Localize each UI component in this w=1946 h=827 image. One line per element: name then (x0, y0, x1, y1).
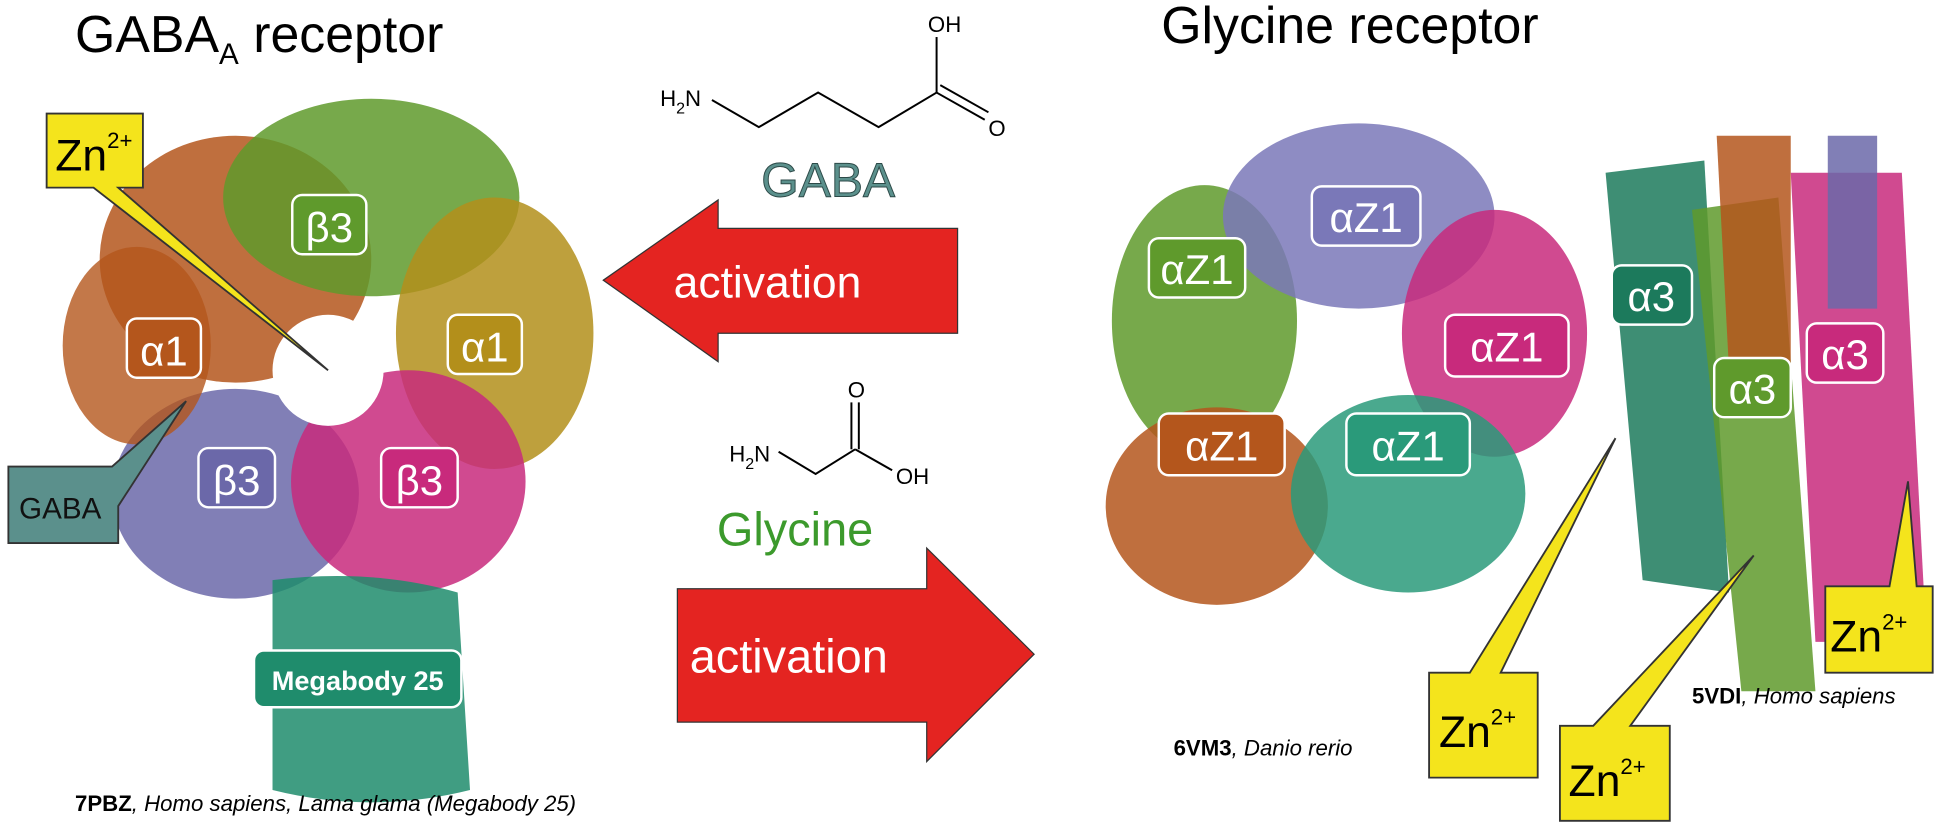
glycine-hydroxyl: OH (896, 464, 929, 489)
glycine-molecule (778, 402, 893, 476)
svg-text:Zn2+: Zn2+ (1569, 754, 1646, 806)
gaba-amine: H2N (660, 86, 701, 117)
zn-callout-gaba: Zn2+ (45, 112, 329, 372)
glycine-receptor-title: Glycine receptor (1161, 0, 1538, 54)
gaba-binding-callout: GABA (7, 400, 187, 545)
subunit-label-az1-brown: αZ1 (1157, 412, 1286, 477)
subunit-label-beta3-right: β3 (379, 446, 459, 509)
glycine-carbonyl-oxygen: O (848, 377, 865, 402)
subunit-label-a3-magenta: α3 (1805, 322, 1885, 384)
subunit-label-alpha1-left: α1 (125, 317, 203, 379)
subunit-label-alpha1-right: α1 (446, 313, 524, 376)
gaba-carbonyl-oxygen: O (988, 116, 1005, 141)
svg-text:β3: β3 (306, 204, 353, 251)
subunit-label-a3-teal: α3 (1610, 264, 1694, 326)
subunit-label-beta3-top: β3 (291, 193, 368, 256)
subunit-label-az1-lavender: αZ1 (1310, 185, 1422, 247)
svg-text:β3: β3 (396, 457, 443, 504)
svg-text:αZ1: αZ1 (1371, 422, 1444, 469)
subunit-label-beta3-left: β3 (197, 446, 277, 509)
svg-text:α1: α1 (140, 327, 188, 374)
svg-text:αZ1: αZ1 (1470, 324, 1543, 371)
zn-callout-glycine-1: Zn2+ (1428, 437, 1617, 779)
zebrafish-caption: 6VM3, Danio rerio (1174, 735, 1353, 760)
megabody-label: Megabody 25 (252, 649, 463, 709)
svg-text:αZ1: αZ1 (1185, 422, 1258, 469)
svg-text:Zn2+: Zn2+ (55, 128, 132, 180)
svg-text:αZ1: αZ1 (1160, 246, 1233, 293)
arrow-left-gaba-activation (602, 198, 959, 363)
svg-text:α3: α3 (1729, 366, 1777, 413)
arrow-right-label: activation (690, 631, 888, 683)
svg-text:α1: α1 (461, 324, 509, 371)
zn-callout-glycine-3: Zn2+ (1824, 481, 1934, 674)
gaba-molecule (711, 37, 989, 129)
glycine-amine: H2N (729, 442, 770, 473)
human-caption: 5VDI, Homo sapiens (1692, 684, 1896, 709)
svg-text:Zn2+: Zn2+ (1830, 610, 1907, 662)
arrow-right-glycine-activation (676, 546, 1035, 764)
gaba-receptor-title: GABAA receptor (75, 5, 443, 71)
zn-callout-glycine-2: Zn2+ (1558, 554, 1755, 822)
svg-text:Zn2+: Zn2+ (1439, 705, 1516, 757)
glycine-label: Glycine (717, 504, 873, 556)
svg-text:GABA: GABA (19, 492, 102, 525)
gaba-label: GABA (761, 153, 895, 207)
svg-text:αZ1: αZ1 (1330, 194, 1403, 241)
gaba-caption: 7PBZ, Homo sapiens, Lama glama (Megabody… (75, 791, 576, 816)
gaba-hydroxyl: OH (928, 12, 961, 37)
svg-text:α3: α3 (1821, 331, 1869, 378)
svg-text:Megabody 25: Megabody 25 (272, 665, 444, 696)
svg-text:β3: β3 (213, 457, 260, 504)
svg-text:α3: α3 (1627, 273, 1675, 320)
subunit-label-az1-magenta: αZ1 (1443, 313, 1570, 378)
subunit-label-az1-teal: αZ1 (1345, 412, 1472, 477)
subunit-label-a3-green: α3 (1712, 356, 1792, 419)
subunit-label-az1-green: αZ1 (1147, 236, 1247, 299)
arrow-left-label: activation (674, 258, 862, 307)
